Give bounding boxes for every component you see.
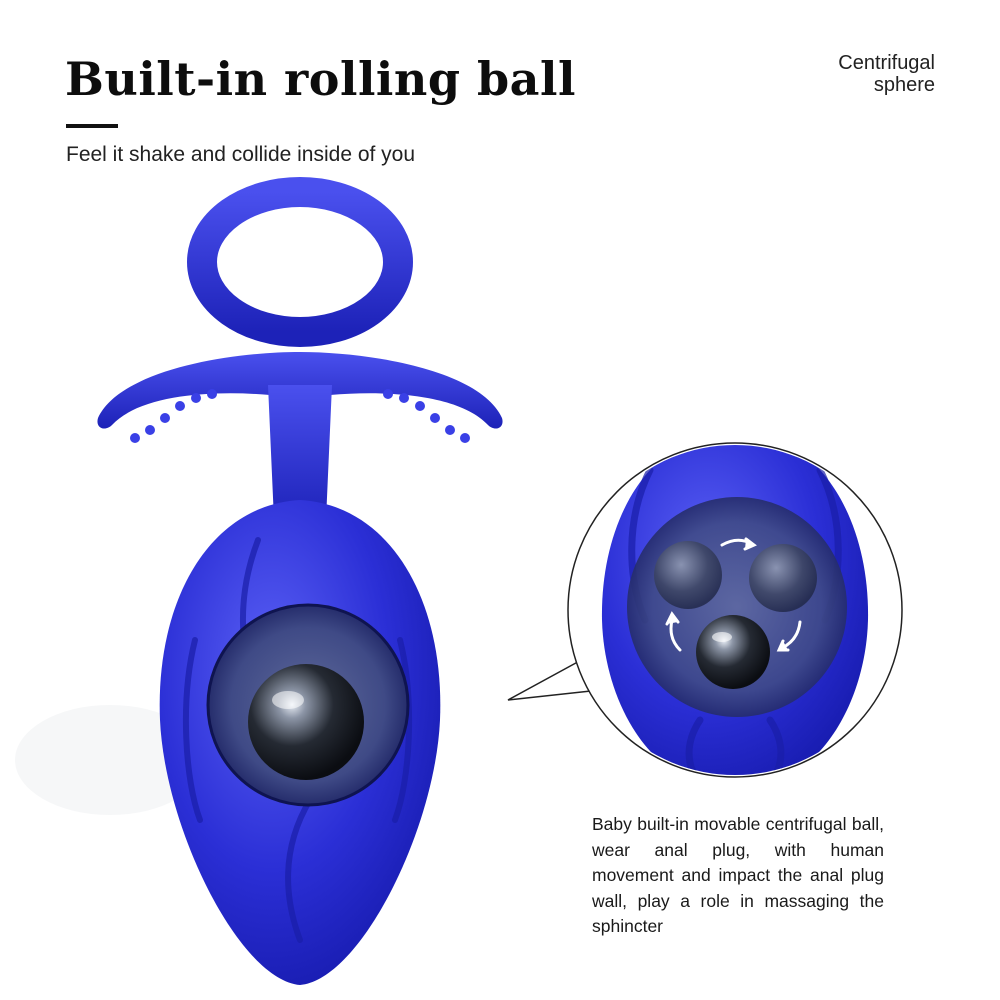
circular-arrows-icon (665, 537, 802, 652)
headline-underline (66, 124, 118, 128)
subheadline: Feel it shake and collide inside of you (66, 143, 416, 166)
bubble-pointer (507, 657, 601, 701)
ghost-ball-left (654, 541, 722, 609)
headline: Built-in rolling ball (65, 52, 576, 106)
metal-ball-icon (696, 615, 770, 689)
neck (268, 385, 332, 524)
metal-ball-icon (248, 664, 364, 780)
corner-label: Centrifugal sphere (838, 52, 935, 96)
flange-nubs (130, 389, 470, 443)
ring-handle (187, 177, 413, 347)
corner-label-line1: Centrifugal (838, 52, 935, 74)
main-product (97, 177, 503, 985)
corner-label-line2: sphere (873, 74, 935, 96)
product-shadow (15, 705, 205, 815)
feature-description: Baby built-in movable centrifugal ball, … (592, 814, 884, 936)
zoom-bubble (567, 442, 903, 778)
ghost-ball-right (749, 544, 817, 612)
